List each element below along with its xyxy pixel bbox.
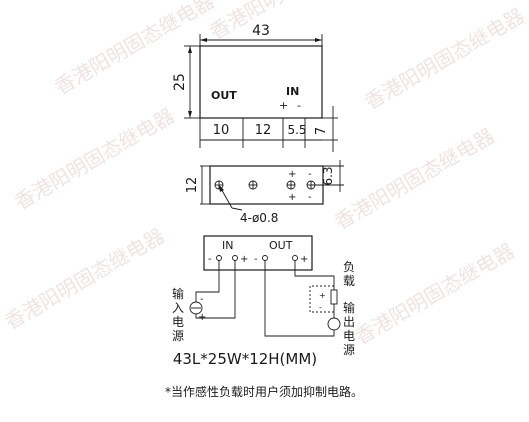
side-plus-2: + <box>288 192 296 203</box>
hole-spec-label: 4-ø0.8 <box>240 211 278 225</box>
arrow-right <box>315 38 322 42</box>
dim-side-right-label: 6.3 <box>321 166 335 185</box>
dim-seg2-label: 12 <box>255 123 272 138</box>
suppression-dashed <box>309 285 334 313</box>
terminal-holes <box>214 180 316 190</box>
output-supply-char-2: 出 <box>343 315 355 329</box>
wire-in-minus <box>195 261 220 302</box>
term-out-plus <box>292 255 298 261</box>
input-supply-symbol <box>189 301 203 315</box>
supply-plus-label: + <box>198 312 206 323</box>
side-minus-1: - <box>308 169 312 180</box>
output-supply-char-3: 电 <box>343 329 355 343</box>
term-in-minus <box>216 255 222 261</box>
arrow-up <box>188 46 192 53</box>
side-minus-2: - <box>308 192 312 203</box>
watermark-text-4: 香港阳明固态继电器 <box>11 104 179 215</box>
side-plus-1: + <box>288 169 296 180</box>
in-plus-label: + <box>240 254 248 265</box>
term-in-plus <box>232 255 238 261</box>
wiring-out-label: OUT <box>269 239 293 252</box>
top-in-label: IN <box>286 85 299 98</box>
load-resistor <box>330 289 338 305</box>
watermark-text-6: 香港阳明固态继电器 <box>1 224 169 335</box>
watermark-text-3: 香港阳明固态继电器 <box>361 4 529 115</box>
size-caption: 43L*25W*12H(MM) <box>173 350 317 368</box>
wire-out-plus <box>294 261 335 290</box>
watermark-text-7: 香港阳明固态继电器 <box>351 239 519 350</box>
dim-height-label: 25 <box>172 73 188 91</box>
input-supply-char-3: 电 <box>172 315 184 329</box>
note-caption: *当作感性负载时用户须加抑制电路。 <box>165 384 363 399</box>
arrow-down <box>188 111 192 118</box>
input-supply-char-1: 输 <box>172 286 184 301</box>
watermark: 香港阳明固态继电器 香港阳明固态继电器 香港阳明固态继电器 香港阳明固态继电器 … <box>1 0 529 349</box>
hole-leader-arrow <box>219 185 224 192</box>
top-view: 43 25 OUT IN + - 10 12 5.5 7 <box>172 23 338 152</box>
dashed-plus-label: + <box>319 291 326 300</box>
wire-in-plus <box>195 261 236 319</box>
in-minus-label: - <box>208 254 212 265</box>
output-supply-symbol <box>327 317 341 331</box>
arrow-left <box>200 38 207 42</box>
top-plus-label: + <box>279 99 288 112</box>
supply-minus-label: - <box>200 294 204 305</box>
dim-seg1-label: 10 <box>213 123 230 138</box>
output-supply-char-4: 源 <box>343 343 355 357</box>
top-out-label: OUT <box>211 89 237 102</box>
term-out-minus <box>262 255 268 261</box>
out-plus-label: + <box>300 254 308 265</box>
input-supply-char-4: 源 <box>172 329 184 343</box>
top-minus-label: - <box>297 99 301 112</box>
output-supply-char-1: 输 <box>343 300 355 315</box>
watermark-text-5: 香港阳明固态继电器 <box>331 124 499 235</box>
side-view: + - + - 4-ø0.8 12 6.3 <box>185 160 344 225</box>
input-supply-char-2: 入 <box>172 301 184 315</box>
watermark-text-2: 香港阳明固态继电器 <box>206 0 374 44</box>
dim-right-label: 7 <box>314 127 329 135</box>
watermark-text-1: 香港阳明固态继电器 <box>51 0 219 99</box>
hole-leader-tail <box>231 207 243 211</box>
load-char-2: 载 <box>343 274 355 288</box>
dim-length-label: 43 <box>252 23 270 39</box>
relay-body-top <box>199 45 323 119</box>
wire-out-minus <box>264 261 335 337</box>
out-minus-label: - <box>254 254 258 265</box>
wiring-diagram: IN OUT - + - + - + 输 入 电 源 + - 负 载 <box>172 235 355 357</box>
load-char-1: 负 <box>343 260 355 274</box>
dim-seg3-label: 5.5 <box>287 123 306 137</box>
dashed-minus-label: - <box>319 303 322 312</box>
relay-wiring-box <box>203 235 313 271</box>
dim-side-height-label: 12 <box>185 177 200 194</box>
wiring-in-label: IN <box>222 239 233 252</box>
